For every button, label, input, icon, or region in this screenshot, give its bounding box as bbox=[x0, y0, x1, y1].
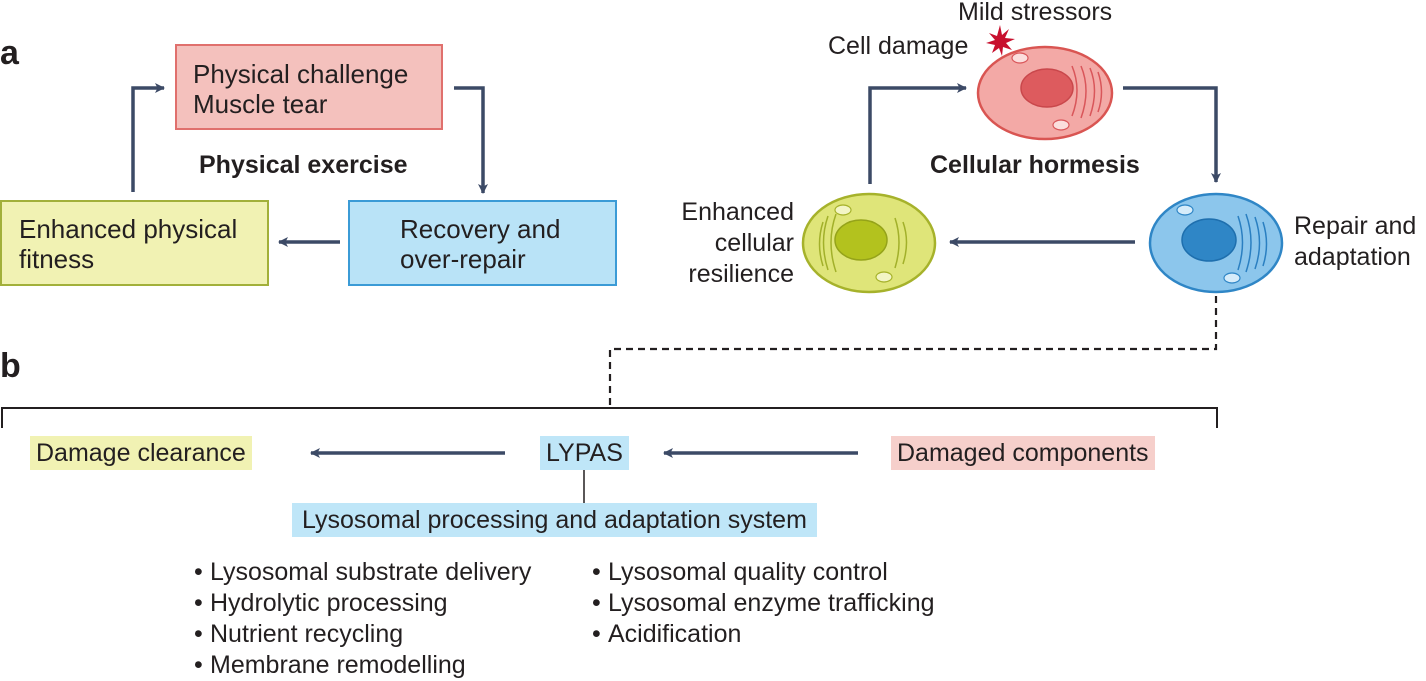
recovery-label-line1: Recovery and bbox=[400, 214, 561, 244]
list-item: Lysosomal substrate delivery bbox=[194, 557, 531, 588]
resilience-line3: resilience bbox=[688, 260, 794, 288]
list-item: Lysosomal enzyme trafficking bbox=[592, 588, 935, 619]
repair-line2: adaptation bbox=[1294, 243, 1411, 271]
lypas-label: LYPAS bbox=[540, 436, 629, 470]
arrow-resilience-to-damage bbox=[868, 83, 967, 184]
repair-line1: Repair and bbox=[1294, 212, 1417, 240]
list-item: Nutrient recycling bbox=[194, 619, 531, 650]
panel-a-letter: a bbox=[0, 34, 19, 72]
damaged-cell-icon bbox=[976, 25, 1114, 141]
list-item: Hydrolytic processing bbox=[194, 588, 531, 619]
list-item: Acidification bbox=[592, 619, 935, 650]
resilience-line1: Enhanced bbox=[681, 198, 794, 226]
recovery-label-line2: over-repair bbox=[400, 244, 526, 274]
physical-challenge-label: Physical challenge bbox=[193, 59, 409, 89]
resilient-cell-icon bbox=[801, 192, 937, 294]
cellular-hormesis-title: Cellular hormesis bbox=[930, 151, 1140, 179]
cell-damage-label: Cell damage bbox=[828, 32, 969, 60]
repair-cell-icon bbox=[1148, 192, 1284, 294]
mild-stressors-label: Mild stressors bbox=[958, 0, 1113, 26]
function-list-left: Lysosomal substrate delivery Hydrolytic … bbox=[194, 557, 531, 681]
arrow-fitness-to-challenge bbox=[131, 83, 165, 192]
enhanced-resilience-label: Enhanced cellular resilience bbox=[664, 197, 794, 290]
function-list-right: Lysosomal quality control Lysosomal enzy… bbox=[592, 557, 935, 650]
panel-b-letter: b bbox=[0, 347, 21, 385]
damage-clearance-label: Damage clearance bbox=[30, 436, 252, 470]
panel-b-bracket bbox=[1, 407, 1218, 428]
resilience-line2: cellular bbox=[714, 229, 794, 257]
fitness-label-line2: fitness bbox=[19, 244, 95, 274]
physical-exercise-title: Physical exercise bbox=[199, 151, 408, 179]
enhanced-fitness-box: Enhanced physical fitness bbox=[0, 200, 269, 286]
list-item: Membrane remodelling bbox=[194, 650, 531, 681]
list-item: Lysosomal quality control bbox=[592, 557, 935, 588]
damage-star-icon bbox=[986, 25, 1015, 56]
repair-adaptation-label: Repair and adaptation bbox=[1294, 211, 1416, 273]
arrow-damage-to-repair bbox=[1123, 86, 1221, 183]
arrow-challenge-to-recovery bbox=[454, 86, 488, 194]
lysosomal-system-label: Lysosomal processing and adaptation syst… bbox=[292, 503, 817, 537]
damaged-components-label: Damaged components bbox=[891, 436, 1155, 470]
dashed-connector bbox=[608, 296, 1218, 408]
physical-challenge-box: Physical challenge Muscle tear bbox=[175, 44, 443, 130]
fitness-label-line1: Enhanced physical bbox=[19, 214, 238, 244]
recovery-box: Recovery and over-repair bbox=[348, 200, 617, 286]
muscle-tear-label: Muscle tear bbox=[193, 89, 328, 119]
